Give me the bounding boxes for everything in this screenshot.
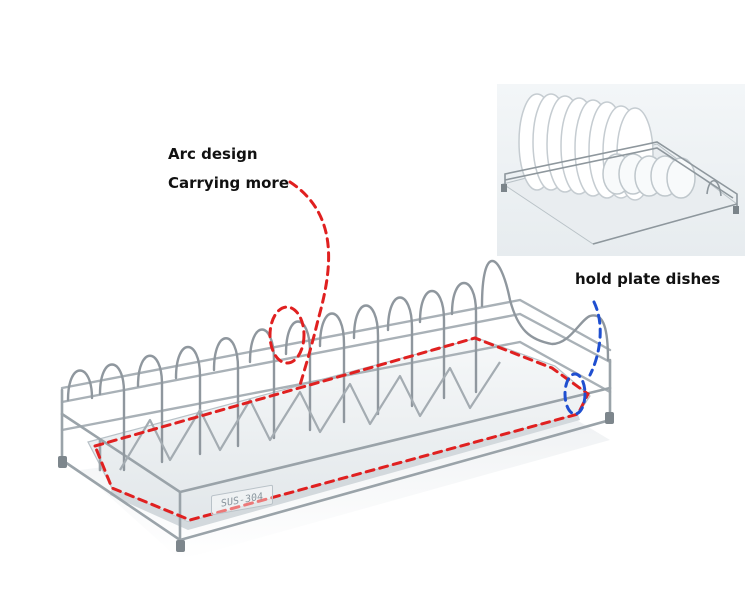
inset-rack-wire <box>504 141 738 245</box>
hold-plate-dishes-label: hold plate dishes <box>575 270 721 288</box>
red-dashed-callouts <box>92 180 590 522</box>
hold-callout-circle <box>563 372 587 416</box>
arc-dividers <box>66 259 610 472</box>
blue-dashed-callouts <box>563 300 602 416</box>
arc-callout-circle <box>268 305 306 365</box>
front-zigzag-wire <box>119 361 501 471</box>
arc-callout-line <box>288 180 331 387</box>
carrying-more-label: Carrying more <box>168 174 289 192</box>
rack-feet <box>58 412 614 552</box>
tray-outline <box>92 336 590 522</box>
inset-photo-rack-with-dishes <box>497 84 745 256</box>
inset-feet <box>501 184 739 214</box>
arc-design-label: Arc design <box>168 145 258 163</box>
inset-bowls <box>602 153 696 199</box>
hold-callout-line <box>588 300 602 377</box>
